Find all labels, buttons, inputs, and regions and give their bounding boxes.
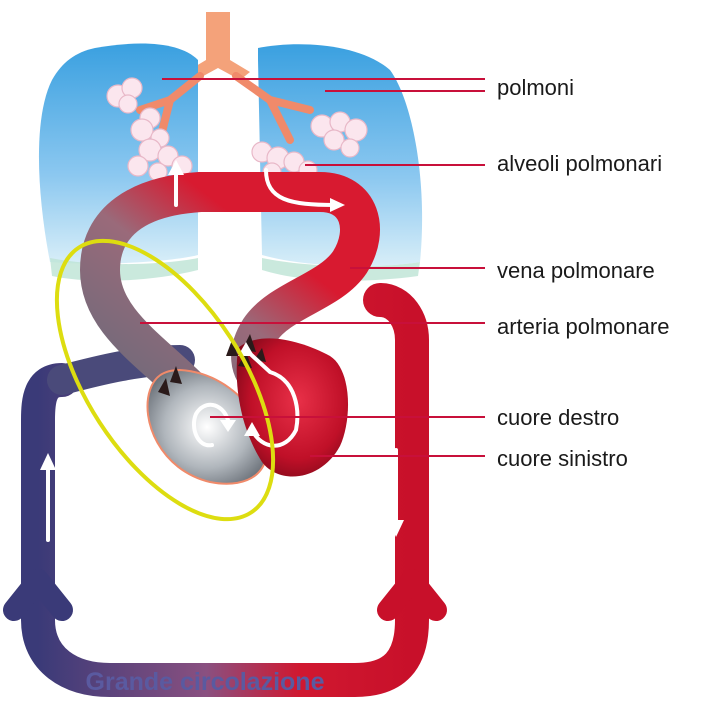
label-pulmonary-vein: vena polmonare — [497, 258, 655, 284]
label-lungs: polmoni — [497, 75, 574, 101]
label-alveoli: alveoli polmonari — [497, 151, 662, 177]
label-right-heart: cuore destro — [497, 405, 619, 431]
diagram-caption: Grande circolazione — [0, 668, 410, 697]
label-pulmonary-artery: arteria polmonare — [497, 314, 669, 340]
systemic-loop — [14, 300, 436, 680]
label-left-heart: cuore sinistro — [497, 446, 628, 472]
